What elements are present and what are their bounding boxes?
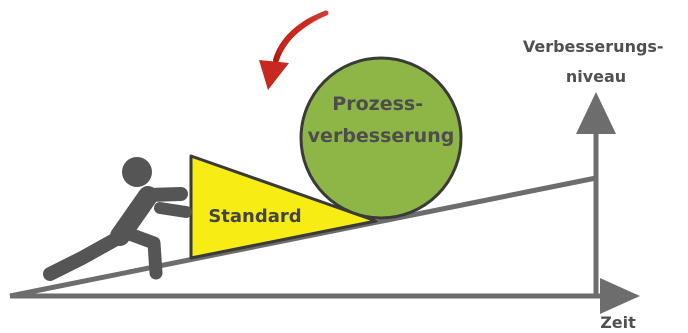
y-axis-label: Verbesserungs- niveau: [523, 37, 669, 86]
process-improvement-ball: [299, 56, 463, 220]
ball-label: Prozess- verbesserung: [308, 93, 455, 147]
ball-label-line1: Prozess-: [332, 93, 423, 115]
y-axis-label-line2: niveau: [566, 67, 626, 86]
standard-wedge: [189, 154, 378, 260]
y-axis-label-line1: Verbesserungs-: [523, 37, 664, 56]
x-axis-arrowhead: [600, 278, 640, 314]
wedge-label: Standard: [208, 206, 301, 227]
x-axis-label: Zeit: [600, 313, 636, 332]
ball-label-line2: verbesserung: [308, 125, 455, 147]
rotation-arrow-icon: [259, 10, 332, 90]
y-axis-arrowhead: [576, 92, 616, 134]
person-pushing-icon: [43, 157, 192, 281]
x-axis: [10, 278, 640, 314]
y-axis: [576, 92, 616, 298]
